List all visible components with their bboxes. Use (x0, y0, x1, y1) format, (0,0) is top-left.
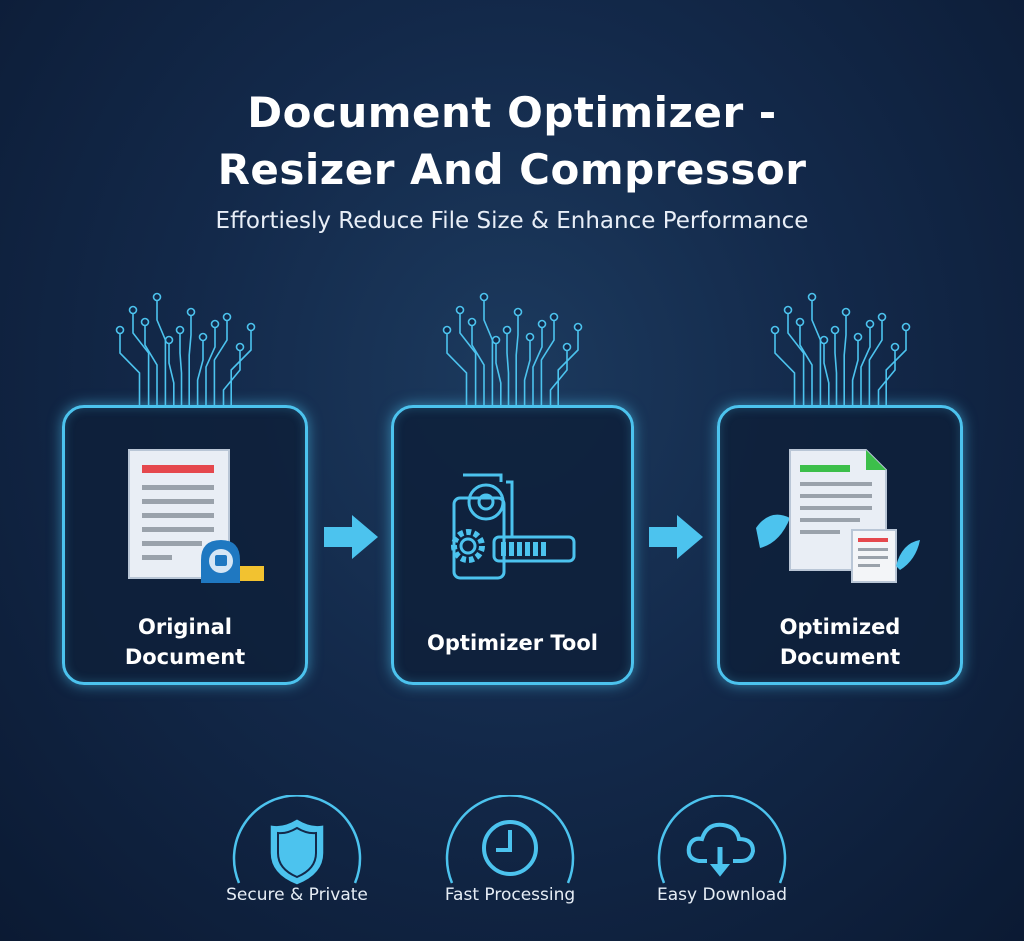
step-card-optimized-document: Optimized Document (717, 405, 963, 685)
circuit-node (455, 305, 465, 315)
circuit-trace (532, 327, 543, 405)
circuit-node (235, 342, 245, 352)
circuit-trace (188, 315, 192, 405)
arrow-right-icon (324, 515, 378, 559)
gear-progress-icon (451, 473, 576, 580)
step-label-line-2: Document (779, 645, 901, 669)
cloud-download-icon (657, 795, 787, 884)
circuit-node (783, 305, 793, 315)
circuit-node (819, 335, 829, 345)
circuit-trace (213, 320, 228, 405)
circuit-trace (515, 315, 519, 405)
circuit-trace (179, 333, 183, 405)
circuit-trace (446, 333, 468, 405)
step-label-line-1: Optimized (779, 615, 901, 639)
feature-label: Fast Processing (444, 885, 576, 905)
circuit-decoration (115, 292, 911, 405)
circuit-node (890, 342, 900, 352)
circuit-trace (868, 320, 883, 405)
step-label-line-1: Original (138, 615, 232, 639)
circuit-trace (459, 313, 477, 405)
circuit-trace (156, 300, 167, 405)
circuit-trace (860, 327, 871, 405)
circuit-node (502, 325, 512, 335)
circuit-trace (132, 313, 150, 405)
circuit-trace (506, 333, 510, 405)
circuit-node (175, 325, 185, 335)
circuit-trace (823, 343, 830, 405)
circuit-node (246, 322, 256, 332)
circuit-trace (811, 300, 822, 405)
circuit-node (770, 325, 780, 335)
circuit-node (115, 325, 125, 335)
circuit-trace (885, 330, 907, 405)
optimized-document-icon (756, 449, 920, 583)
circuit-node (549, 312, 559, 322)
circuit-node (198, 332, 208, 342)
circuit-node (513, 307, 523, 317)
circuit-node (222, 312, 232, 322)
circuit-node (525, 332, 535, 342)
circuit-node (537, 319, 547, 329)
circuit-node (186, 307, 196, 317)
circuit-trace (557, 330, 579, 405)
circuit-trace (787, 313, 805, 405)
step-card-original-document: Original Document (62, 405, 308, 685)
circuit-trace (196, 340, 204, 405)
circuit-trace (495, 343, 502, 405)
circuit-node (152, 292, 162, 302)
circuit-node (140, 317, 150, 327)
circuit-node (442, 325, 452, 335)
document-with-tape-measure-icon (128, 449, 264, 583)
circuit-node (562, 342, 572, 352)
circuit-node (807, 292, 817, 302)
circuit-node (479, 292, 489, 302)
circuit-trace (471, 325, 485, 405)
step-card-optimizer-tool: Optimizer Tool (391, 405, 634, 685)
shield-icon (232, 795, 362, 885)
circuit-trace (799, 325, 813, 405)
title-line-2: Resizer And Compressor (217, 145, 807, 194)
circuit-trace (205, 327, 216, 405)
circuit-trace (119, 333, 141, 405)
feature-label: Secure & Private (226, 885, 368, 905)
circuit-node (128, 305, 138, 315)
circuit-node (467, 317, 477, 327)
subtitle: Effortiesly Reduce File Size & Enhance P… (215, 208, 809, 234)
circuit-trace (851, 340, 859, 405)
circuit-node (877, 312, 887, 322)
step-label: Optimizer Tool (427, 631, 598, 655)
feature-label: Easy Download (657, 885, 787, 905)
circuit-trace (168, 343, 175, 405)
circuit-trace (230, 330, 252, 405)
circuit-trace (483, 300, 494, 405)
feature-fast-processing: Fast Processing (435, 795, 585, 925)
feature-secure-private: Secure & Private (222, 795, 372, 925)
clock-icon (445, 795, 575, 884)
circuit-node (841, 307, 851, 317)
step-label-line-2: Document (124, 645, 246, 669)
circuit-node (210, 319, 220, 329)
circuit-node (491, 335, 501, 345)
arrow-right-icon (649, 515, 703, 559)
circuit-trace (144, 325, 158, 405)
circuit-node (830, 325, 840, 335)
circuit-trace (834, 333, 838, 405)
circuit-trace (540, 320, 555, 405)
circuit-node (865, 319, 875, 329)
circuit-node (853, 332, 863, 342)
circuit-node (901, 322, 911, 332)
circuit-trace (774, 333, 796, 405)
circuit-trace (523, 340, 531, 405)
circuit-node (164, 335, 174, 345)
title-line-1: Document Optimizer - (247, 88, 777, 137)
circuit-trace (843, 315, 847, 405)
circuit-node (573, 322, 583, 332)
feature-easy-download: Easy Download (647, 795, 797, 925)
circuit-node (795, 317, 805, 327)
